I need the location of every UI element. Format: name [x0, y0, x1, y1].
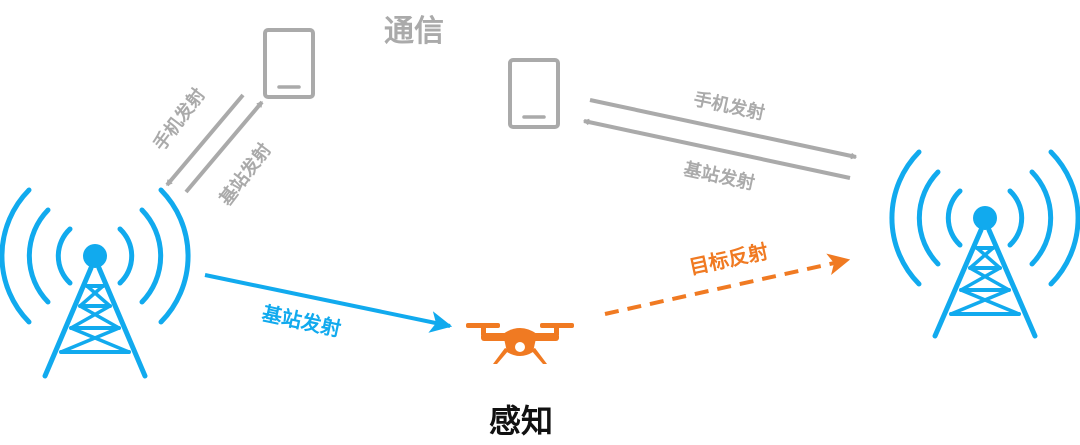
bs-transmit-arrow	[204, 273, 453, 333]
right-phone-uplink-label: 手机发射	[692, 88, 767, 124]
right-uplink-arrow	[589, 98, 858, 160]
sensing-title: 感知	[489, 402, 553, 440]
right-cell-tower-icon	[889, 149, 1080, 339]
right-phone-icon	[508, 58, 560, 129]
left-downlink-arrow	[184, 100, 264, 194]
target-reflection-label: 目标反射	[687, 239, 770, 279]
left-uplink-arrow	[165, 93, 245, 187]
target-drone-icon	[466, 323, 574, 364]
left-cell-tower-icon	[0, 187, 191, 379]
target-reflection-arrow	[604, 253, 851, 316]
sensing-bs-transmit-label: 基站发射	[260, 301, 343, 341]
right-downlink-arrow	[582, 118, 851, 180]
right-bs-downlink-label: 基站发射	[681, 158, 757, 195]
left-phone-icon	[263, 28, 315, 99]
communication-title: 通信	[384, 14, 444, 49]
